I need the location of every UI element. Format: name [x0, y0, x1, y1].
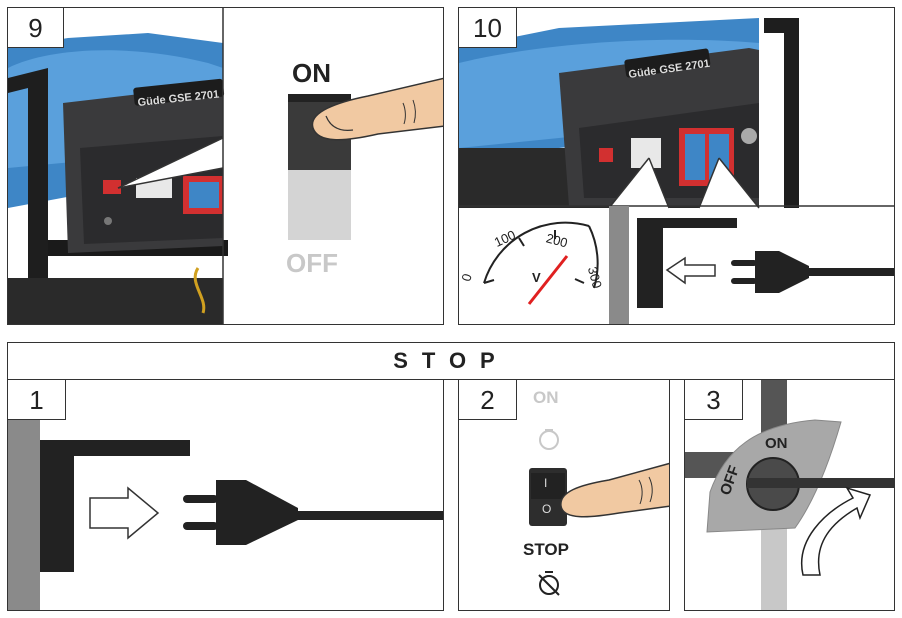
step-9-panel: 9 Güde GSE 2701 ON OFF	[7, 7, 444, 325]
step-number: 3	[685, 380, 743, 420]
step-number: 2	[459, 380, 517, 420]
switch-mark-off: O	[542, 502, 552, 516]
stop-section-title: STOP	[7, 342, 895, 380]
step-number: 10	[459, 8, 517, 48]
switch-mark-on: I	[544, 476, 548, 490]
gauge-unit: V	[532, 270, 541, 285]
off-label: OFF	[286, 248, 338, 278]
unplug-illustration	[8, 420, 443, 610]
on-label: ON	[533, 388, 559, 407]
fuel-valve-illustration	[685, 380, 894, 610]
switch-illustration	[529, 429, 669, 596]
stop-step-2-panel: 2 ON I O STOP	[458, 379, 670, 611]
generator-photo: Güde GSE 2701	[459, 18, 894, 324]
generator-photo: Güde GSE 2701	[8, 8, 443, 324]
stop-label: STOP	[523, 540, 569, 559]
on-label: ON	[765, 435, 788, 452]
step-number: 9	[8, 8, 64, 48]
stop-step-3-panel: 3 ON OFF	[684, 379, 895, 611]
step-10-panel: 10 Güde GSE 2701	[458, 7, 895, 325]
stop-step-1-panel: 1	[7, 379, 444, 611]
step-number: 1	[8, 380, 66, 420]
on-label: ON	[292, 58, 331, 88]
